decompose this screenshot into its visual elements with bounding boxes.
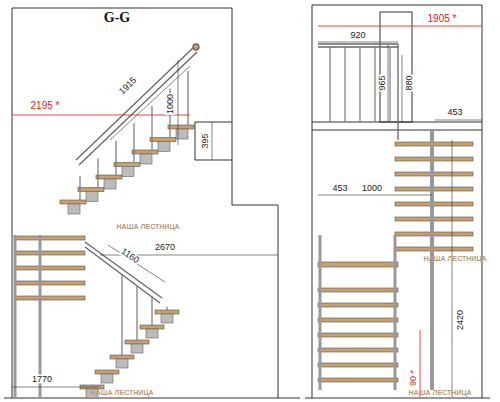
stair-part bbox=[122, 167, 134, 177]
stair-part bbox=[79, 176, 80, 200]
stair-part bbox=[97, 159, 98, 188]
stair-part bbox=[133, 124, 134, 163]
stair-part bbox=[95, 370, 119, 374]
stair-part bbox=[318, 262, 398, 267]
dimension-label: 2195 * bbox=[30, 101, 61, 111]
stair-part bbox=[140, 325, 164, 329]
stair-part bbox=[187, 71, 188, 125]
dimension-label: 453 bbox=[331, 184, 348, 193]
dimension-label: 1915 bbox=[117, 75, 139, 97]
dimension-label: 2420 bbox=[456, 309, 465, 331]
stair-part bbox=[86, 192, 98, 202]
stair-part bbox=[101, 374, 113, 383]
dimension-label: 1160 bbox=[119, 246, 142, 265]
stair-part bbox=[318, 333, 398, 337]
stair-part bbox=[60, 200, 86, 204]
watermark: НАША ЛЕСТНИЦА bbox=[115, 223, 180, 230]
stair-part bbox=[151, 106, 152, 150]
dimension-label: 1770 bbox=[31, 375, 53, 384]
dimension-label: 880 bbox=[405, 74, 414, 91]
section-title: G-G bbox=[103, 11, 131, 25]
stair-part bbox=[114, 163, 140, 167]
watermark: НАША ЛЕСТНИЦА bbox=[407, 389, 472, 396]
stair-part bbox=[115, 141, 116, 175]
stair-part bbox=[318, 363, 398, 367]
stair-part bbox=[158, 142, 170, 152]
watermark: НАША ЛЕСТНИЦА bbox=[89, 389, 154, 396]
stair-part bbox=[151, 296, 152, 325]
dimension-label: 395 bbox=[201, 132, 210, 149]
stair-part bbox=[318, 303, 398, 307]
stair-part bbox=[166, 307, 167, 310]
dimension-label: 1905 * bbox=[427, 14, 458, 24]
stair-part bbox=[78, 188, 104, 192]
watermark: НАША ЛЕСТНИЦА bbox=[422, 255, 487, 262]
dimension-label: 965 bbox=[378, 74, 387, 91]
dimension-label: 453 bbox=[446, 108, 463, 117]
stair-part bbox=[168, 125, 194, 129]
stair-part bbox=[110, 355, 134, 359]
stair-part bbox=[15, 281, 85, 285]
stair-part bbox=[318, 288, 398, 292]
stair-part bbox=[359, 47, 360, 122]
stair-part bbox=[155, 310, 179, 314]
dimension-label: 1000 bbox=[166, 93, 175, 115]
stair-part bbox=[104, 179, 116, 189]
stair-part bbox=[15, 236, 85, 240]
stair-part bbox=[121, 274, 122, 355]
stair-part bbox=[125, 340, 149, 344]
stair-part bbox=[146, 329, 158, 338]
stair-part bbox=[161, 314, 173, 323]
stair-part bbox=[344, 47, 345, 122]
stair-part bbox=[374, 47, 375, 122]
stair-part bbox=[131, 344, 143, 353]
stair-part bbox=[140, 154, 152, 164]
stair-part bbox=[318, 378, 398, 382]
stair-part bbox=[318, 318, 398, 322]
stair-part bbox=[136, 285, 137, 340]
dimension-label: 2670 bbox=[154, 243, 176, 252]
stair-part bbox=[132, 150, 158, 154]
stair-part bbox=[329, 47, 330, 122]
dimension-label: 920 bbox=[349, 31, 366, 40]
stair-part bbox=[150, 138, 176, 142]
dimension-label: 90 * bbox=[409, 369, 418, 387]
stair-part bbox=[15, 296, 85, 300]
stair-part bbox=[116, 359, 128, 368]
stair-part bbox=[318, 348, 398, 352]
stair-part bbox=[15, 266, 85, 270]
stair-part bbox=[15, 251, 85, 255]
stair-part bbox=[96, 175, 122, 179]
stair-part bbox=[68, 204, 80, 214]
stair-part bbox=[389, 47, 390, 122]
dimension-label: 1000 bbox=[361, 184, 383, 193]
